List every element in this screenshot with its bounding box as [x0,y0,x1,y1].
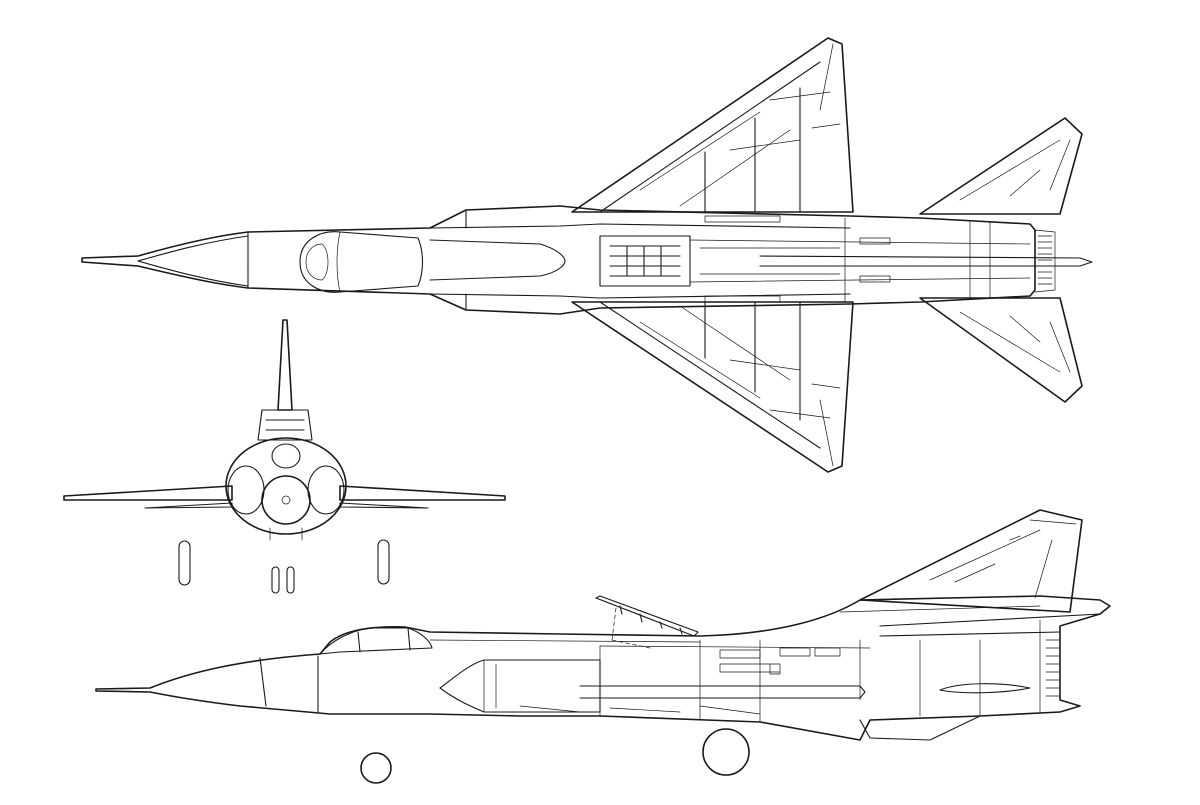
top-view-upper-tailplane [919,117,1083,215]
front-view-left-main-wheel [178,540,191,586]
side-view-tail-boom [879,613,1101,637]
front-view-fuselage [225,437,347,535]
front-view-right-intake [307,465,345,515]
side-view-wheels [360,728,750,784]
side-view-main-wheel [702,728,750,776]
side-view [95,509,1111,741]
top-view-canopy [299,231,424,293]
side-view-canopy [319,627,433,655]
top-view-panel-rectangles [704,215,891,303]
front-view-wheels [178,539,390,594]
top-view-upper-wing-glove [599,61,821,213]
top-view-upper-tailplane-lines [959,139,1071,201]
top-view-lower-wing-panels [639,305,841,467]
top-view-tail-boom [759,255,1093,267]
front-view-right-main-wheel [377,539,390,585]
top-view-nose-cone [137,231,249,289]
front-view-left-nose-wheel [271,566,280,594]
front-view-fin-base [257,409,313,441]
top-view-rear-fuselage-lines [689,217,1031,303]
side-view-nose-section [259,655,319,713]
top-view-spine [429,209,566,311]
top-view-upper-wing [571,37,854,213]
front-view-right-nose-wheel [286,566,295,594]
top-view-fuselage-outline [81,205,1036,315]
side-view-gear-doors [519,705,761,715]
front-view-left-stabilizer [144,502,233,509]
top-view-lower-tailplane-lines [959,311,1071,373]
top-view-nozzle [1034,229,1056,293]
front-view-fin [277,319,293,411]
side-view-intake [439,659,601,713]
side-view-nose-wheel [360,752,392,784]
side-view-wing-flap-dashed [611,607,651,649]
top-view-wing-box [599,235,691,287]
side-view-fin [859,509,1083,613]
side-view-wing-fence [595,595,699,637]
top-view-upper-wing-panels [639,43,841,207]
top-view-lower-tailplane [919,297,1083,403]
side-view-spine-lines [429,605,1041,649]
front-view [63,319,506,541]
side-view-panels [719,647,841,675]
top-view-canopy-frame [305,231,341,293]
front-view-left-intake [227,465,265,515]
front-view-right-wing [339,485,506,501]
front-view-nose-inner [281,495,291,505]
top-view [81,37,1093,473]
front-view-gear-struts [269,527,303,541]
side-view-nozzle [1045,639,1061,697]
side-view-fuselage-outline [95,595,1111,741]
side-view-ventral-fin [859,715,981,741]
front-view-nose [261,475,311,525]
top-view-intakes [429,223,851,299]
side-view-fin-lines [929,519,1077,599]
front-view-left-wing [63,485,233,501]
top-view-lower-wing-glove [599,301,821,449]
side-view-panel-lines [599,619,1041,723]
front-view-canopy [271,443,301,469]
front-view-right-stabilizer [339,502,429,509]
side-view-wing-root [579,685,866,699]
side-view-intake-lip [483,659,497,713]
side-view-ventral-store [939,683,1031,694]
